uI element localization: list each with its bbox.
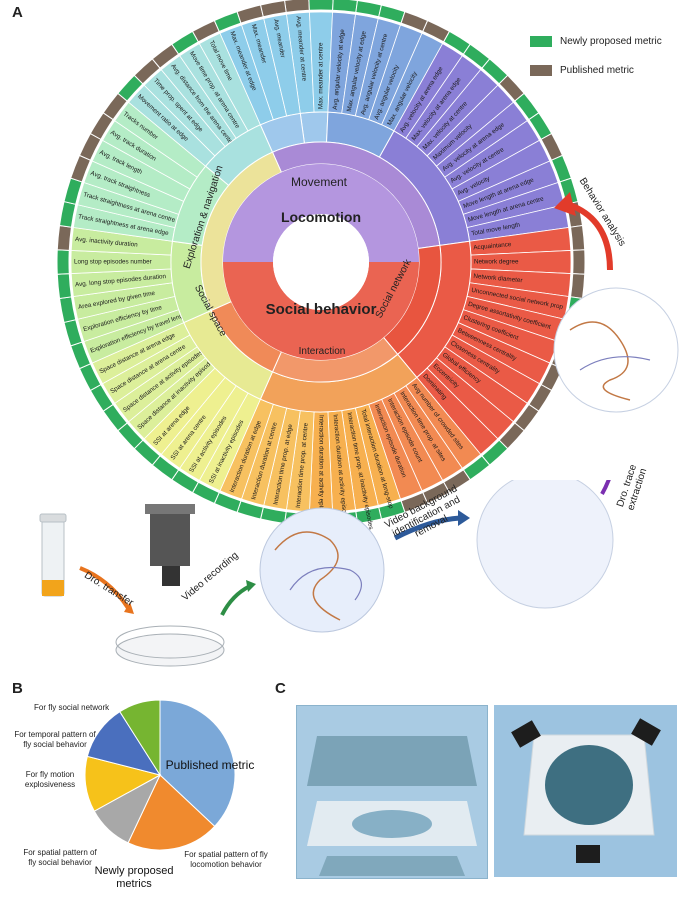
pie-callout-motion: For fly motion explosiveness <box>24 770 76 789</box>
pie-callout-network: For fly social network <box>34 703 110 712</box>
metric-status-segment <box>56 224 72 251</box>
legend-new-swatch <box>530 36 552 47</box>
transfer-arrow <box>79 566 130 610</box>
metric-status-segment <box>332 0 359 13</box>
locomotion-core <box>223 164 419 262</box>
group-label-movement: Movement <box>291 175 348 189</box>
pie-slice <box>127 774 216 851</box>
pipeline-illustration <box>39 480 614 667</box>
legend-published-swatch <box>530 65 552 76</box>
metric-status-segment <box>283 0 310 13</box>
behavior-arrow <box>554 192 613 271</box>
social-behavior-label: Social behavior <box>266 301 377 318</box>
metric-label: Network degree <box>474 259 519 266</box>
arena-assembled-view <box>494 705 677 877</box>
background-arena <box>476 480 614 609</box>
panel-c-letter: C <box>275 680 286 697</box>
pie-slices <box>84 699 236 851</box>
pie-newly-label-1: Newly proposed <box>95 865 174 877</box>
pie-slice <box>159 699 236 828</box>
panel-a-letter: A <box>12 4 23 21</box>
legend-new-label: Newly proposed metric <box>560 36 662 47</box>
petri-dish-icon <box>115 625 225 667</box>
metric-label: Long stop episodes number <box>74 259 152 266</box>
panel-b-letter: B <box>12 680 23 697</box>
wheel-center-hole <box>273 214 369 310</box>
legend-published: Published metric <box>530 65 662 76</box>
pie-slice <box>119 699 161 777</box>
metric-status-segment <box>355 0 383 18</box>
background-arrow <box>393 515 461 541</box>
metric-label: Network diameter <box>473 273 523 285</box>
trace-arena <box>553 287 679 413</box>
metric-status-segment <box>58 296 77 324</box>
camera-icon <box>145 504 195 586</box>
metric-status-segment <box>56 249 70 275</box>
vial-icon <box>39 513 67 597</box>
transfer-arrowhead <box>124 602 134 614</box>
pie-published-label: Published metric <box>166 758 255 772</box>
subgroup-segment <box>299 111 329 144</box>
metric-status-segment <box>58 200 77 228</box>
recording-arrow <box>220 584 251 616</box>
wheel-subgroup-ring <box>170 111 472 413</box>
trace-path-1 <box>569 321 631 401</box>
pie-callout-spatial-social: For spatial pattern of fly social behavi… <box>23 848 97 867</box>
recording-arrowhead <box>246 580 256 592</box>
recorded-trace-2 <box>289 566 362 601</box>
metric-label: Max. meander at centre <box>318 42 325 109</box>
metric-status-segment <box>259 0 287 18</box>
arena-exploded-view <box>296 705 488 879</box>
pie-newly-label-2: metrics <box>116 878 152 890</box>
arena-exploded-drawing <box>307 736 477 876</box>
trace-arena-circle <box>553 287 679 413</box>
trace-path-2 <box>579 356 651 371</box>
recorded-trace <box>274 531 341 621</box>
behavior-arrow-path <box>568 202 613 271</box>
background-arrowhead <box>458 510 470 526</box>
legend-new: Newly proposed metric <box>530 36 662 47</box>
arena-assembled-drawing <box>511 718 661 863</box>
trace-arrow <box>600 480 611 495</box>
metric-label: Interaction duration at activity episode… <box>317 415 324 524</box>
recorded-arena <box>259 507 385 633</box>
metric-label: Acquaintance <box>473 241 512 252</box>
pie-callout-temporal: For temporal pattern of fly social behav… <box>14 730 96 749</box>
behavior-arrowhead <box>554 192 576 216</box>
pie-chart: Published metric Newly proposed metrics <box>84 699 255 890</box>
social-core <box>223 262 419 360</box>
group-label-interaction: Interaction <box>299 346 346 357</box>
legend: Newly proposed metric Published metric <box>530 36 662 76</box>
locomotion-label: Locomotion <box>281 209 361 225</box>
metric-status-segment <box>56 273 72 300</box>
legend-published-label: Published metric <box>560 65 634 76</box>
pie-callout-spatial-loco: For spatial pattern of fly locomotion be… <box>184 850 268 869</box>
metric-status-segment <box>308 0 334 11</box>
